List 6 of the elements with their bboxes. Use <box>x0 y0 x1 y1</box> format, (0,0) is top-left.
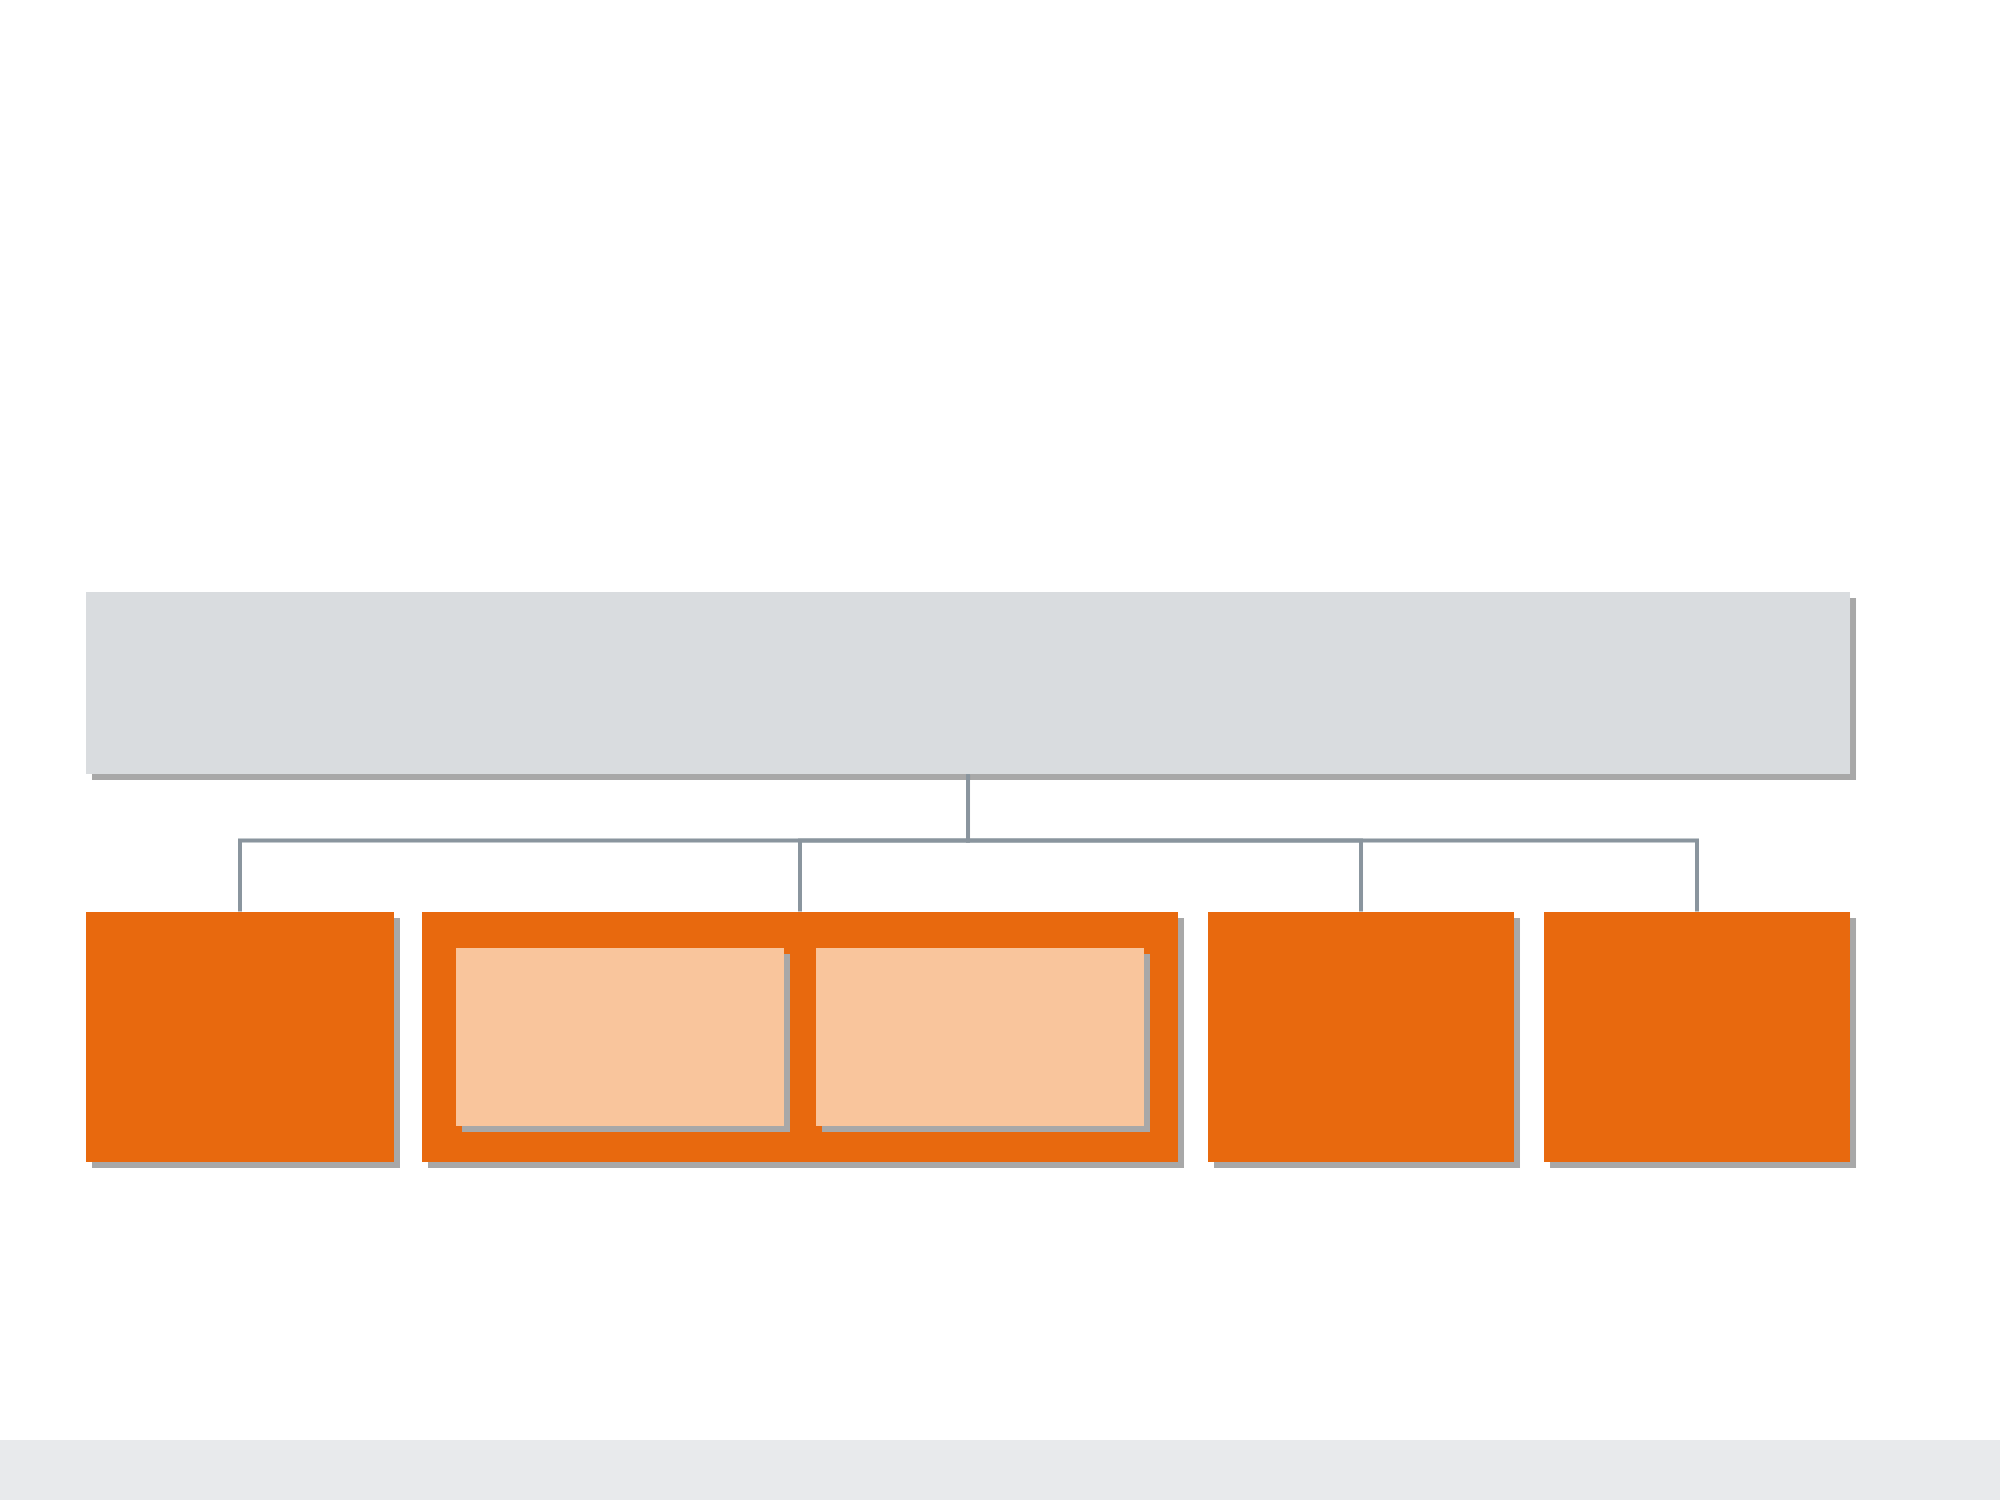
header-box <box>86 592 1856 780</box>
process-box <box>1544 912 1856 1168</box>
inner-box <box>816 948 1150 1132</box>
process-box <box>86 912 400 1168</box>
inner-box <box>456 948 790 1132</box>
process-box <box>1208 912 1520 1168</box>
